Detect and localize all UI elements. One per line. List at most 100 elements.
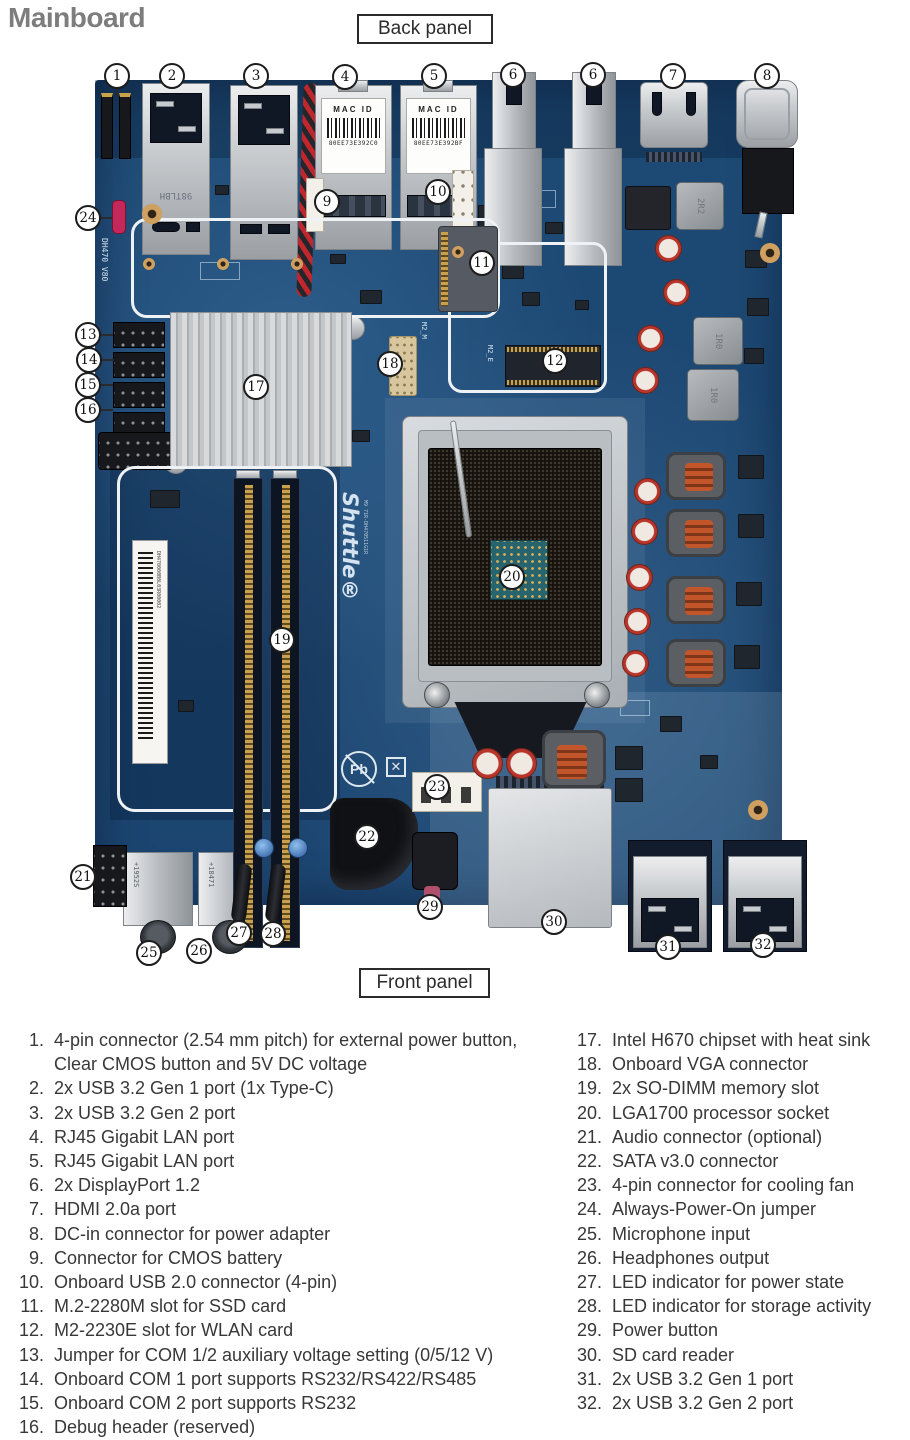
- legend-item: 14.Onboard COM 1 port supports RS232/RS4…: [12, 1367, 560, 1391]
- legend-num: 25.: [576, 1223, 602, 1244]
- callout-28: 28: [260, 921, 286, 947]
- legend-num: 13.: [18, 1344, 44, 1365]
- legend-item: 9.Connector for CMOS battery: [12, 1246, 560, 1270]
- fan-pin-slot: [461, 787, 471, 803]
- mac-id-sticker: MAC ID 80EE73E392BF: [406, 98, 471, 174]
- legend-text: 2x SO-DIMM memory slot: [612, 1078, 820, 1099]
- legend-text: Microphone input: [612, 1223, 751, 1244]
- mac-id-code: 80EE73E392BF: [413, 140, 464, 147]
- dimm-contacts: [282, 485, 290, 941]
- legend-item: 1.4-pin connector (2.54 mm pitch) for ex…: [12, 1028, 560, 1076]
- hdmi-port: [640, 82, 708, 148]
- legend-num: 2.: [28, 1078, 44, 1099]
- legend-num: 15.: [18, 1393, 44, 1414]
- legend-num: 17.: [576, 1030, 602, 1050]
- always-power-on-jumper: [112, 200, 126, 234]
- callout-8: 8: [754, 63, 780, 89]
- legend-num: 14.: [18, 1368, 44, 1389]
- com2-header: [113, 382, 165, 408]
- m2e-silkscreen: M2_E: [486, 345, 494, 362]
- front-panel-header: [98, 432, 173, 470]
- legend-num: 9.: [28, 1247, 44, 1268]
- callout-11: 11: [469, 250, 495, 276]
- smd-chip: [700, 755, 718, 769]
- m2-connector-pins: [441, 232, 448, 306]
- legend-num: 27.: [576, 1272, 602, 1293]
- m2-wlan-pins: [507, 380, 599, 385]
- smd-chip: [178, 700, 194, 712]
- legend-num: 10.: [18, 1272, 44, 1293]
- mac-id-sticker: MAC ID 80EE73E392C0: [321, 98, 386, 174]
- barcode: [327, 118, 380, 138]
- capacitor: [622, 650, 649, 677]
- mac-id-title: MAC ID: [333, 105, 374, 114]
- legend-num: 7.: [28, 1199, 44, 1220]
- legend-column-left: 1.4-pin connector (2.54 mm pitch) for ex…: [12, 1028, 560, 1439]
- smd-chip: [660, 716, 682, 732]
- legend-num: 21.: [576, 1126, 602, 1147]
- callout-lead: [101, 334, 113, 336]
- legend-item: 20.LGA1700 processor socket: [570, 1101, 908, 1125]
- usb-tongue: [244, 103, 262, 109]
- legend-item: 13.Jumper for COM 1/2 auxiliary voltage …: [12, 1343, 560, 1367]
- legend-item: 27.LED indicator for power state: [570, 1270, 908, 1294]
- mosfet: [736, 582, 762, 606]
- legend-item: 17.Intel H670 chipset with heat sink: [570, 1028, 908, 1052]
- callout-25: 25: [136, 940, 162, 966]
- back-panel-label: Back panel: [357, 14, 493, 44]
- mosfet: [738, 455, 764, 479]
- capacitor: [506, 748, 537, 779]
- legend-text: 4-pin connector (2.54 mm pitch) for exte…: [54, 1030, 518, 1075]
- smd-chip: [545, 222, 563, 234]
- callout-13: 13: [75, 322, 101, 348]
- legend-item: 26.Headphones output: [570, 1246, 908, 1270]
- capacitor: [472, 748, 503, 779]
- legend-num: 8.: [28, 1223, 44, 1244]
- inductor: 1R0: [693, 317, 743, 365]
- legend-item: 16.Debug header (reserved): [12, 1415, 560, 1439]
- legend-num: 19.: [576, 1078, 602, 1099]
- com-voltage-jumper-header: [113, 322, 165, 348]
- smd-chip: [150, 490, 180, 508]
- callout-24: 24: [75, 205, 101, 231]
- legend-text: 2x USB 3.2 Gen 2 port: [612, 1393, 794, 1414]
- legend-item: 11.M.2-2280M slot for SSD card: [12, 1294, 560, 1318]
- callout-lead: [116, 88, 118, 96]
- socket-screw: [584, 682, 610, 708]
- callout-lead: [101, 409, 113, 411]
- legend-num: 23.: [576, 1175, 602, 1196]
- sticker-barcode: [138, 549, 153, 739]
- trimmer-cap: [288, 838, 308, 858]
- legend-item: 19. 2x SO-DIMM memory slot: [570, 1076, 908, 1100]
- usb-chip-label: 98TLBH: [159, 190, 193, 200]
- mosfet: [738, 514, 764, 538]
- legend-item: 30.SD card reader: [570, 1343, 908, 1367]
- smd-chip: [575, 300, 589, 310]
- legend-text: M2-2230E slot for WLAN card: [54, 1320, 294, 1341]
- mounting-hole: [748, 800, 768, 820]
- coil-inductor: [666, 576, 726, 624]
- callout-23: 23: [424, 774, 450, 800]
- legend-item: 29.Power button: [570, 1318, 908, 1342]
- legend-num: 31.: [576, 1368, 602, 1389]
- capacitor: [624, 608, 651, 635]
- usb-tongue: [266, 128, 284, 134]
- callout-29: 29: [417, 894, 443, 920]
- callout-9: 9: [314, 189, 340, 215]
- callout-17: 17: [243, 374, 269, 400]
- callout-4: 4: [332, 64, 358, 90]
- brand-silkscreen: Shuttle®: [338, 492, 362, 603]
- com1-header: [113, 352, 165, 378]
- legend-item: 8. DC-in connector for power adapter: [12, 1222, 560, 1246]
- legend-num: 12.: [18, 1320, 44, 1341]
- page-title: Mainboard: [8, 2, 146, 33]
- sticker-code: DH470000B0L03R00002: [155, 551, 161, 609]
- callout-12: 12: [542, 348, 568, 374]
- legend-text: DC-in connector for power adapter: [54, 1223, 331, 1244]
- legend-text: RJ45 Gigabit LAN port: [54, 1126, 235, 1147]
- legend-item: 24.Always-Power-On jumper: [570, 1197, 908, 1221]
- m2-2230-region-outline: [448, 242, 607, 393]
- callout-32: 32: [750, 932, 776, 958]
- power-button: [412, 832, 458, 890]
- legend-item: 12. M2-2230E slot for WLAN card: [12, 1318, 560, 1342]
